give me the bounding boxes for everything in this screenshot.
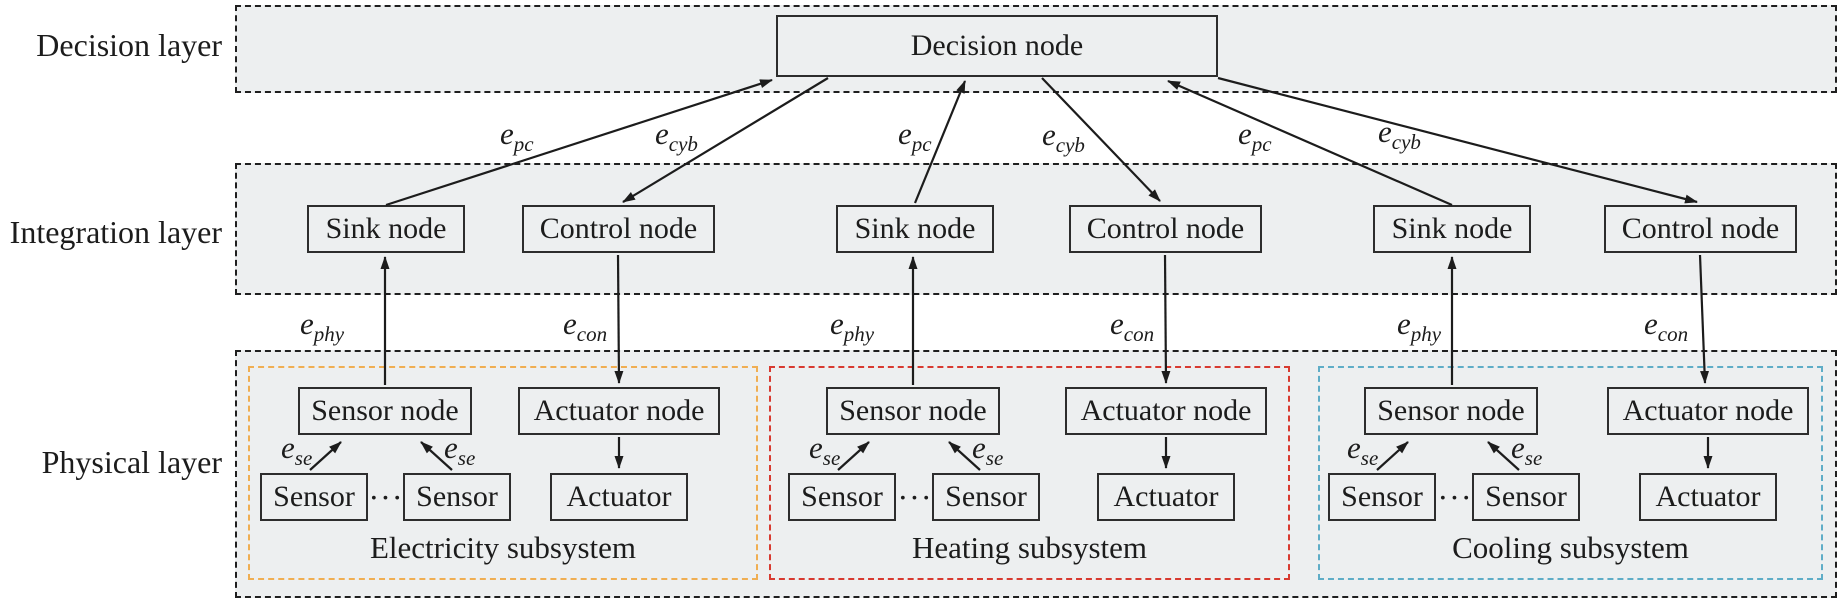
- decision-layer-label: Decision layer: [36, 27, 222, 63]
- sink-node-heating: Sink node: [836, 205, 994, 253]
- edge-label-ese-right-heating: ese: [972, 430, 1004, 470]
- actuator-node-heating: Actuator node: [1065, 387, 1267, 435]
- edge-label-econ-cooling: econ: [1644, 306, 1689, 346]
- edge-econ-cooling: [1698, 254, 1710, 384]
- edge-label-epc-cooling: epc: [1238, 116, 1272, 156]
- integration-layer-label: Integration layer: [9, 214, 222, 250]
- edge-label-econ-electricity: econ: [563, 306, 608, 346]
- sensor-node-heating: Sensor node: [826, 387, 1000, 435]
- edge-econ-electricity: [614, 254, 624, 384]
- electricity-subsystem-label: Electricity subsystem: [369, 530, 637, 565]
- actuator-cooling: Actuator: [1639, 473, 1777, 521]
- sensor-2-heating: Sensor: [932, 473, 1040, 521]
- control-node-heating: Control node: [1069, 205, 1262, 253]
- edge-epc-cooling: [1167, 79, 1453, 207]
- sensor-node-electricity: Sensor node: [298, 387, 472, 435]
- sensor-1-cooling: Sensor: [1328, 473, 1436, 521]
- edge-ese-right-cooling: [1487, 441, 1520, 471]
- edge-label-ese-left-cooling: ese: [1347, 430, 1379, 470]
- edge-epc-heating: [913, 80, 967, 204]
- edge-label-ephy-electricity: ephy: [300, 306, 345, 346]
- electricity-subsystem-box: Electricity subsystem: [248, 366, 758, 580]
- edge-label-ephy-cooling: ephy: [1397, 306, 1442, 346]
- edge-label-epc-heating: epc: [898, 116, 932, 156]
- edge-label-ecyb-electricity: ecyb: [655, 116, 698, 156]
- sensor-node-cooling: Sensor node: [1364, 387, 1538, 435]
- edge-ese-left-heating: [837, 441, 870, 471]
- sensor-1-electricity: Sensor: [260, 473, 368, 521]
- integration-layer-band: [235, 163, 1837, 295]
- sink-node-electricity: Sink node: [307, 205, 465, 253]
- edge-ese-right-heating: [948, 441, 981, 471]
- actuator-node-cooling: Actuator node: [1607, 387, 1809, 435]
- control-node-cooling: Control node: [1604, 205, 1797, 253]
- edge-label-ecyb-cooling: ecyb: [1378, 114, 1421, 154]
- edge-label-ese-left-heating: ese: [809, 430, 841, 470]
- cooling-subsystem-box: Cooling subsystem: [1318, 366, 1823, 580]
- heating-subsystem-box: Heating subsystem: [769, 366, 1290, 580]
- edge-ecyb-electricity: [622, 77, 829, 203]
- edge-ese-left-electricity: [309, 441, 342, 471]
- edge-label-epc-electricity: epc: [500, 116, 534, 156]
- physical-layer-label: Physical layer: [41, 444, 222, 480]
- edge-ese-left-cooling: [1376, 441, 1409, 471]
- actuator-node-electricity: Actuator node: [518, 387, 720, 435]
- edge-econ-heating: [1161, 254, 1171, 384]
- control-node-electricity: Control node: [522, 205, 715, 253]
- sensors-ellipsis-electricity: ···: [368, 479, 404, 515]
- actuator-electricity: Actuator: [550, 473, 688, 521]
- edge-label-ese-left-electricity: ese: [281, 430, 313, 470]
- sensors-ellipsis-cooling: ···: [1437, 479, 1473, 515]
- edge-label-econ-heating: econ: [1110, 306, 1155, 346]
- edge-label-ephy-heating: ephy: [830, 306, 875, 346]
- edge-ecyb-heating: [1041, 77, 1161, 202]
- edge-ese-right-electricity: [420, 441, 453, 471]
- heating-subsystem-label: Heating subsystem: [911, 530, 1148, 565]
- sink-node-cooling: Sink node: [1373, 205, 1531, 253]
- sensor-2-electricity: Sensor: [403, 473, 511, 521]
- edge-label-ese-right-electricity: ese: [444, 430, 476, 470]
- edge-ecyb-cooling: [1217, 76, 1698, 204]
- sensor-2-cooling: Sensor: [1472, 473, 1580, 521]
- decision-node: Decision node: [776, 15, 1218, 77]
- edge-label-ese-right-cooling: ese: [1511, 430, 1543, 470]
- cooling-subsystem-label: Cooling subsystem: [1452, 530, 1689, 565]
- sensor-1-heating: Sensor: [788, 473, 896, 521]
- edge-label-ecyb-heating: ecyb: [1042, 117, 1085, 157]
- sensors-ellipsis-heating: ···: [897, 479, 933, 515]
- edge-epc-electricity: [385, 78, 773, 207]
- actuator-heating: Actuator: [1097, 473, 1235, 521]
